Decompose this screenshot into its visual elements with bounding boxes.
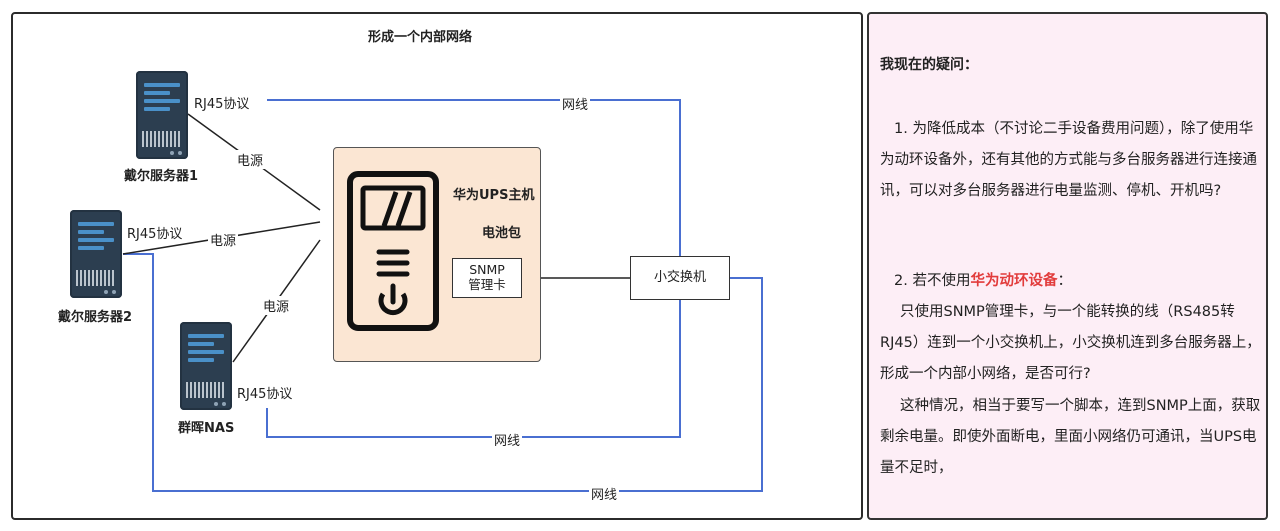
battery-label: 电池包 <box>482 226 522 241</box>
question-2-heading: 2. 若不使用华为动环设备： <box>880 266 1262 297</box>
network-label-server2: 网线 <box>589 484 620 503</box>
server-1-label: 戴尔服务器1 <box>124 169 199 184</box>
diagram-title: 形成一个内部网络 <box>367 30 472 45</box>
network-label-nas: 网线 <box>492 430 523 449</box>
network-line-nas <box>266 300 681 438</box>
server-1-icon <box>136 71 188 159</box>
power-label-server2: 电源 <box>208 230 239 249</box>
question-2-body-1: 只使用SNMP管理卡，与一个能转换的线（RS485转RJ45）连到一个小交换机上… <box>880 304 1261 382</box>
rj45-label-server1: RJ45协议 <box>194 97 250 112</box>
server-2-label: 戴尔服务器2 <box>58 310 133 325</box>
rj45-label-server2: RJ45协议 <box>127 227 183 242</box>
snmp-card: SNMP 管理卡 <box>452 258 522 298</box>
question-2-prefix: 2. 若不使用 <box>894 273 971 289</box>
network-line-server2 <box>123 253 763 492</box>
network-label-server1: 网线 <box>560 94 591 113</box>
notes-title: 我现在的疑问： <box>880 57 978 73</box>
server-2-icon <box>70 210 122 298</box>
question-2-suffix: ： <box>1057 273 1072 289</box>
question-1: 1. 为降低成本（不讨论二手设备费用问题），除了使用华为动环设备外，还有其他的方… <box>880 121 1257 199</box>
network-line-server1 <box>267 99 681 256</box>
ups-icon <box>347 171 439 331</box>
nas-icon <box>180 322 232 410</box>
ups-container <box>333 147 541 362</box>
power-label-server1: 电源 <box>235 150 266 169</box>
snmp-label-line2: 管理卡 <box>468 277 506 292</box>
nas-label: 群晖NAS <box>178 421 235 436</box>
ups-label: 华为UPS主机 <box>453 188 535 203</box>
rj45-label-nas: RJ45协议 <box>237 387 293 402</box>
snmp-label-line1: SNMP <box>469 262 505 277</box>
switch-label: 小交换机 <box>653 270 706 285</box>
notes-panel: 我现在的疑问： 1. 为降低成本（不讨论二手设备费用问题），除了使用华为动环设备… <box>867 12 1268 520</box>
question-2-body-2: 这种情况，相当于要写一个脚本，连到SNMP上面，获取剩余电量。即使外面断电，里面… <box>880 398 1261 476</box>
power-label-nas: 电源 <box>261 296 292 315</box>
question-2-highlight: 华为动环设备 <box>970 273 1058 289</box>
switch-node: 小交换机 <box>630 256 730 300</box>
